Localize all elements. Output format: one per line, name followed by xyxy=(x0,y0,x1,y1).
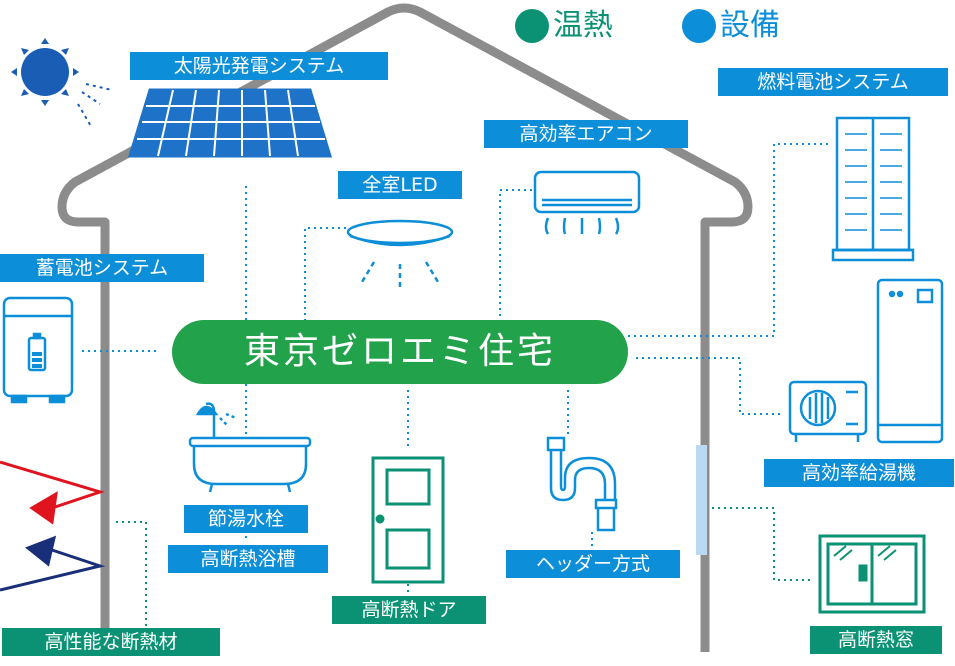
label-high-efficiency-aircon: 高効率エアコン xyxy=(484,120,688,148)
center-title: 東京ゼロエミ住宅 xyxy=(172,320,628,384)
label-high-performance-insulation: 高性能な断熱材 xyxy=(2,628,220,656)
label-storage-battery-system: 蓄電池システム xyxy=(0,254,204,282)
legend-equipment-dot xyxy=(682,9,716,43)
label-insulated-door: 高断熱ドア xyxy=(332,596,486,624)
house-outline xyxy=(57,3,753,652)
insulation-arrows-icon xyxy=(0,460,106,592)
wall-window-strip xyxy=(696,445,707,555)
sun-icon xyxy=(11,38,113,129)
legend-thermal-text: 温熱 xyxy=(553,8,613,43)
storage-battery-icon xyxy=(2,296,74,404)
label-all-room-led: 全室LED xyxy=(338,171,462,199)
label-insulated-window: 高断熱窓 xyxy=(810,626,942,654)
label-high-efficiency-water-heater: 高効率給湯機 xyxy=(764,459,954,487)
legend-equipment-text: 設備 xyxy=(720,8,780,43)
solar-panel-icon xyxy=(127,88,333,158)
legend-thermal: 温熱 xyxy=(515,4,613,48)
thermal-connectors xyxy=(116,507,810,628)
fuel-cell-unit-icon xyxy=(831,116,915,262)
label-insulated-bathtub: 高断熱浴槽 xyxy=(168,545,328,573)
bathtub-faucet-icon xyxy=(188,402,312,493)
door-icon xyxy=(371,456,445,584)
legend-equipment: 設備 xyxy=(682,4,780,48)
label-header-system: ヘッダー方式 xyxy=(506,550,680,578)
label-fuel-cell-system: 燃料電池システム xyxy=(718,68,948,96)
equipment-connectors xyxy=(82,143,830,548)
air-conditioner-icon xyxy=(533,170,641,235)
label-solar-power-system: 太陽光発電システム xyxy=(130,52,388,80)
window-icon xyxy=(818,534,926,614)
label-water-saving-faucet: 節湯水栓 xyxy=(184,505,308,533)
legend-thermal-dot xyxy=(515,9,549,43)
ceiling-light-icon xyxy=(346,219,454,288)
water-heater-icon xyxy=(788,278,944,444)
header-pipe-icon xyxy=(546,436,618,532)
